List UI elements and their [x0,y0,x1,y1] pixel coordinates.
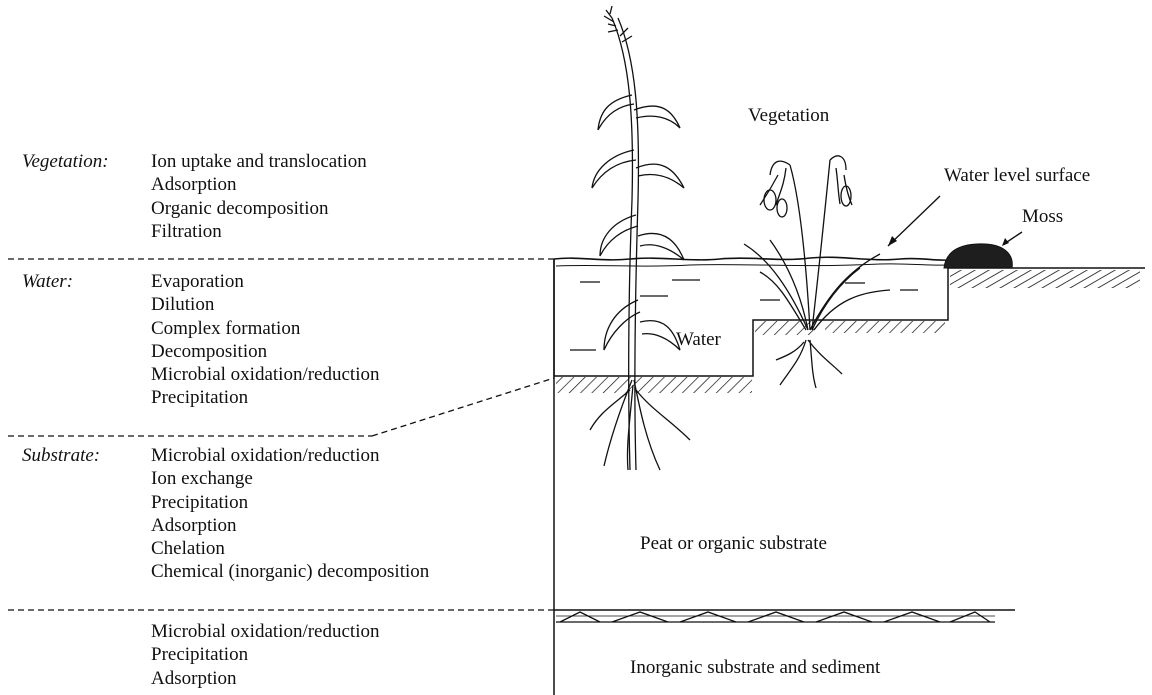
water-level-leader [888,196,940,246]
step-hatching [825,321,945,333]
separator-water-substrate-slant [372,378,554,436]
moss-mound [944,244,1012,268]
water-level-surface-label: Water level surface [944,164,1090,187]
basin-bottom-hatching [556,377,752,393]
vegetation-label: Vegetation [748,104,829,127]
moss-label: Moss [1022,205,1063,228]
reed-plant [590,6,690,470]
flowering-plant [744,156,890,388]
water-level-surface [554,257,948,260]
water-basin-outline [554,259,948,376]
sediment-boundary-pattern [560,612,990,622]
bank-hatching [950,270,1140,288]
peat-substrate-label: Peat or organic substrate [640,532,827,555]
water-label: Water [676,328,721,351]
inorganic-substrate-label: Inorganic substrate and sediment [630,656,880,679]
water-ripples [570,280,918,350]
